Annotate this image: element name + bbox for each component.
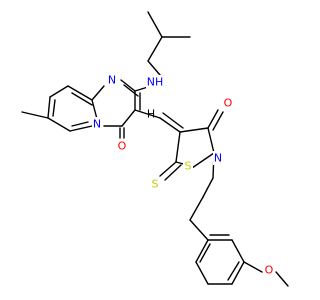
atom-label-bg xyxy=(213,151,223,165)
atom-label-n-top: N xyxy=(108,74,116,87)
atom-label-bg xyxy=(117,139,127,153)
atom-label-bg xyxy=(223,96,233,110)
atom-label-o-keto2: O xyxy=(224,97,233,110)
bond-lines xyxy=(21,11,289,287)
atom-label-s-ring: S xyxy=(185,160,192,173)
atom-label-bg xyxy=(92,117,102,131)
atom-label-s-thione: S xyxy=(152,178,159,191)
atom-labels: N NH N O O S N S O H xyxy=(92,73,274,277)
atom-label-bg xyxy=(107,73,117,87)
atom-label-n-thiaz: N xyxy=(214,152,222,165)
atom-label-o-methoxy: O xyxy=(265,264,274,277)
atom-label-o-keto1: O xyxy=(118,140,127,153)
molecule-structure-diagram: N NH N O O S N S O H xyxy=(21,11,289,287)
atom-label-bg xyxy=(150,177,160,191)
atom-label-bg xyxy=(264,263,274,277)
atom-label-bg xyxy=(146,75,164,89)
atom-label-nh: NH xyxy=(147,76,164,89)
atom-label-n-ring: N xyxy=(93,118,101,131)
atom-label-bg xyxy=(183,159,193,173)
hydrogen-label: H xyxy=(147,108,155,121)
